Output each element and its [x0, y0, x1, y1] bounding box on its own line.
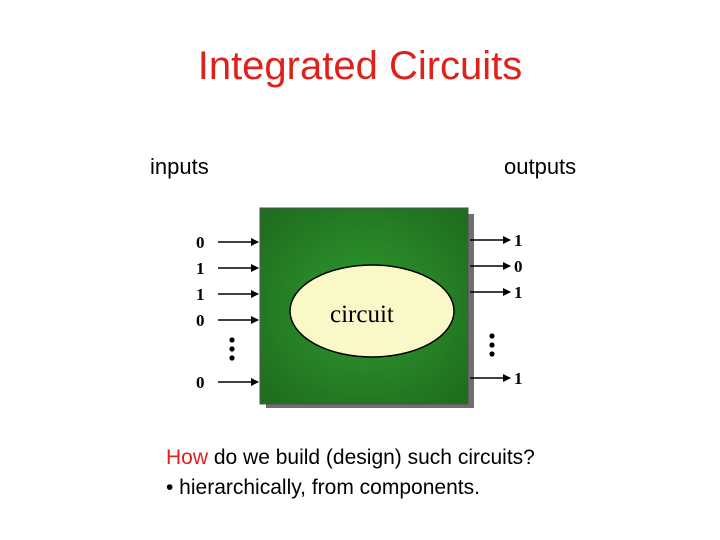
input-bits: 0 1 1 0 0	[196, 233, 205, 392]
input-bit: 1	[196, 259, 205, 278]
input-arrows	[218, 238, 259, 386]
input-bit: 0	[196, 233, 205, 252]
output-bit: 1	[514, 369, 523, 388]
output-bit: 0	[514, 257, 523, 276]
output-arrows	[470, 236, 511, 382]
question-text: do we build (design) such circuits?	[208, 446, 535, 469]
output-bit: 1	[514, 231, 523, 250]
question-highlight: How	[166, 446, 209, 469]
input-ellipsis	[229, 337, 235, 361]
slide-title: Integrated Circuits	[197, 44, 523, 88]
circuit-oval	[289, 264, 455, 358]
output-bit: 1	[514, 283, 523, 302]
question-line: How do we build (design) such circuits?	[166, 446, 535, 470]
output-ellipsis	[489, 333, 495, 357]
input-bit: 0	[196, 373, 205, 392]
output-bits: 1 0 1 1	[514, 231, 523, 388]
input-bit: 0	[196, 311, 205, 330]
circuit-label: circuit	[330, 301, 394, 328]
inputs-label: inputs	[150, 154, 209, 179]
bullet-line: • hierarchically, from components.	[166, 476, 480, 499]
input-bit: 1	[196, 285, 205, 304]
outputs-label: outputs	[504, 154, 577, 179]
